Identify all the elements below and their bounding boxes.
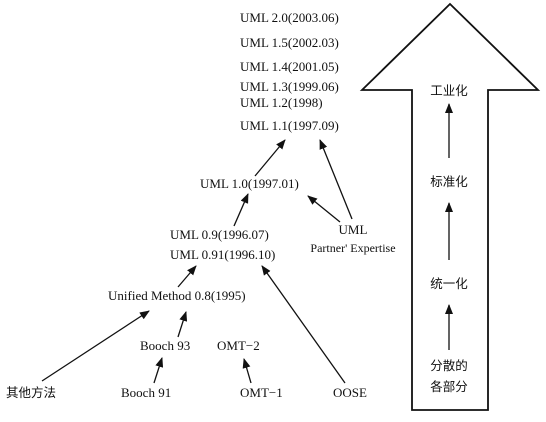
uml-partners-line2: Partner' Expertise [310, 241, 395, 255]
omt2-label: OMT−2 [217, 338, 260, 353]
omt1-label: OMT−1 [240, 385, 283, 400]
stage-industrialization: 工业化 [430, 83, 468, 98]
stage-scattered-line1: 分散的 [430, 358, 468, 373]
uml-1-0-label: UML 1.0(1997.01) [200, 176, 299, 191]
unified-method-label: Unified Method 0.8(1995) [108, 288, 246, 303]
booch91-label: Booch 91 [121, 385, 171, 400]
arrow-partners-to-uml10 [307, 195, 341, 223]
arrow-uml10-to-uml11 [254, 139, 286, 177]
uml-0-91-label: UML 0.91(1996.10) [170, 247, 275, 262]
uml-1-5-label: UML 1.5(2002.03) [240, 35, 339, 50]
uml-0-9-label: UML 0.9(1996.07) [170, 227, 269, 242]
arrow-booch91-to-booch93 [153, 357, 164, 384]
stage-scattered-line2: 各部分 [430, 379, 468, 394]
arrow-booch93-to-unified [177, 311, 188, 338]
uml-2-0-label: UML 2.0(2003.06) [240, 10, 339, 25]
booch93-label: Booch 93 [140, 338, 190, 353]
uml-1-1-label: UML 1.1(1997.09) [240, 118, 339, 133]
uml-partners-line1: UML [339, 222, 368, 237]
arrow-unified-to-uml091 [177, 265, 197, 288]
arrow-oose-to-uml091 [261, 265, 346, 384]
arrow-omt1-to-omt2 [242, 358, 252, 384]
oose-label: OOSE [333, 385, 367, 400]
arrow-partners-to-uml11 [319, 139, 353, 220]
uml-1-4-label: UML 1.4(2001.05) [240, 59, 339, 74]
stage-unification: 统一化 [430, 276, 468, 291]
arrow-uml09-to-uml10 [233, 193, 249, 227]
stage-standardization: 标准化 [430, 174, 468, 189]
uml-1-3-label: UML 1.3(1999.06) [240, 79, 339, 94]
other-methods-label: 其他方法 [6, 385, 56, 400]
arrow-other-to-unified [41, 310, 150, 382]
big-progress-arrow [359, 2, 541, 411]
uml-1-2-label: UML 1.2(1998) [240, 95, 323, 110]
